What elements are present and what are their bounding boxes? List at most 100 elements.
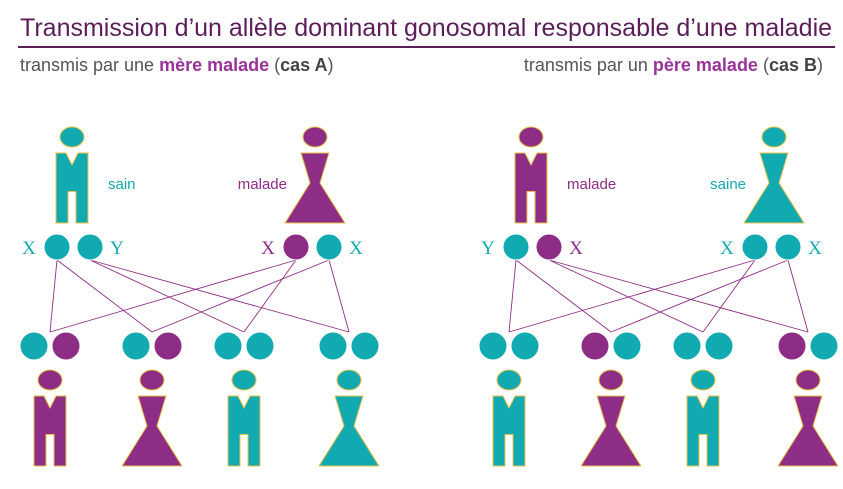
subtitle-b-open: ( — [757, 55, 769, 75]
inheritance-line — [515, 259, 612, 333]
subtitle-a-highlight: mère malade — [159, 55, 270, 75]
child-male-figure-icon — [33, 369, 67, 467]
chromosome-circle — [76, 233, 104, 261]
inheritance-line — [243, 259, 297, 333]
inheritance-line — [508, 259, 517, 333]
inheritance-line — [548, 259, 704, 333]
parent-status-label: malade — [567, 176, 616, 193]
figure-head — [302, 126, 328, 148]
inheritance-line — [56, 259, 153, 333]
subtitle-b-close: ) — [817, 55, 823, 75]
inheritance-line — [328, 259, 350, 333]
child-allele-circle — [704, 331, 734, 361]
figure-head — [598, 369, 624, 391]
chromosome-circle — [502, 233, 530, 261]
figure-body — [514, 152, 548, 224]
parent-status-label: sain — [108, 176, 136, 193]
figure-body — [227, 395, 261, 467]
inheritance-line — [49, 259, 297, 333]
page-title: Transmission d’un allèle dominant gonoso… — [20, 14, 833, 42]
chromosome-label: Y — [110, 238, 124, 259]
chromosome-label: X — [261, 238, 275, 259]
figure-body — [318, 395, 380, 467]
chromosome-circle — [774, 233, 802, 261]
inheritance-line — [508, 259, 756, 333]
child-allele-circle — [777, 331, 807, 361]
figure-head — [496, 369, 522, 391]
child-female-figure-icon — [318, 369, 380, 467]
child-allele-circle — [510, 331, 540, 361]
chromosome-label: Y — [481, 238, 495, 259]
inheritance-lines-case-b — [508, 259, 809, 333]
parent-female-figure-icon — [284, 126, 346, 224]
chromosome-circle — [315, 233, 343, 261]
figure-head — [690, 369, 716, 391]
parent-male-figure-icon — [55, 126, 89, 224]
figure-body — [777, 395, 839, 467]
chromosome-circle — [535, 233, 563, 261]
subtitle-case-b: transmis par un père malade (cas B) — [524, 55, 823, 76]
chromosome-label: X — [720, 238, 734, 259]
parent-female-figure-icon — [743, 126, 805, 224]
figure-body — [743, 152, 805, 224]
child-female-figure-icon — [777, 369, 839, 467]
child-allele-circle — [350, 331, 380, 361]
child-allele-circle — [51, 331, 81, 361]
chromosome-circle — [741, 233, 769, 261]
inheritance-line — [49, 259, 58, 333]
figure-head — [795, 369, 821, 391]
figure-body — [284, 152, 346, 224]
subtitle-b-highlight: père malade — [652, 55, 758, 75]
figure-head — [139, 369, 165, 391]
subtitle-a-close: ) — [327, 55, 334, 75]
figure-head — [59, 126, 85, 148]
chromosome-circle — [282, 233, 310, 261]
figure-body — [33, 395, 67, 467]
chromosome-circle — [43, 233, 71, 261]
title-underline — [18, 46, 835, 48]
figure-body — [121, 395, 183, 467]
child-allele-circle — [612, 331, 642, 361]
figure-body — [686, 395, 720, 467]
subtitle-a-open: ( — [269, 55, 281, 75]
child-allele-circle — [121, 331, 151, 361]
inheritance-line — [151, 259, 330, 333]
parent-status-label: malade — [238, 176, 287, 193]
child-female-figure-icon — [580, 369, 642, 467]
chromosome-label: X — [349, 238, 363, 259]
inheritance-line — [89, 259, 245, 333]
child-male-figure-icon — [686, 369, 720, 467]
inheritance-line — [610, 259, 789, 333]
inheritance-line — [89, 259, 350, 333]
child-allele-circle — [580, 331, 610, 361]
figure-head — [231, 369, 257, 391]
inheritance-line — [702, 259, 756, 333]
subtitle-b-case: cas B — [768, 55, 817, 75]
child-allele-circle — [153, 331, 183, 361]
child-allele-circle — [245, 331, 275, 361]
child-allele-circle — [672, 331, 702, 361]
subtitle-case-a: transmis par une mère malade (cas A) — [20, 55, 334, 76]
figure-head — [336, 369, 362, 391]
inheritance-lines-case-a — [49, 259, 350, 333]
child-male-figure-icon — [227, 369, 261, 467]
child-male-figure-icon — [492, 369, 526, 467]
figure-head — [761, 126, 787, 148]
parent-male-figure-icon — [514, 126, 548, 224]
subtitle-a-prefix: transmis par une — [20, 55, 160, 75]
chromosome-label: X — [808, 238, 822, 259]
inheritance-line — [787, 259, 809, 333]
figure-body — [492, 395, 526, 467]
figure-head — [518, 126, 544, 148]
child-allele-circle — [478, 331, 508, 361]
figure-body — [580, 395, 642, 467]
child-allele-circle — [809, 331, 839, 361]
figure-body — [55, 152, 89, 224]
figure-head — [37, 369, 63, 391]
chromosome-label: X — [569, 238, 583, 259]
child-allele-circle — [213, 331, 243, 361]
subtitle-b-prefix: transmis par un — [523, 55, 653, 75]
inheritance-line — [548, 259, 809, 333]
